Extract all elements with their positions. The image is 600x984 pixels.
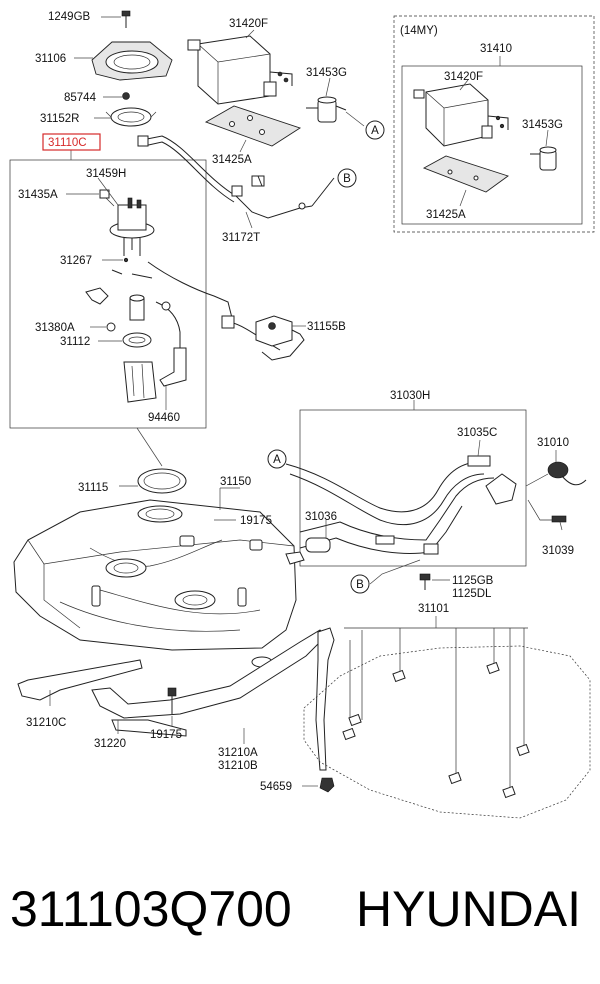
- svg-text:B: B: [343, 173, 351, 185]
- label-31155b: 31155B: [307, 321, 346, 333]
- label-31435a: 31435A: [18, 189, 58, 201]
- label-19175: 19175: [240, 515, 272, 527]
- label-31420f: 31420F: [229, 18, 268, 30]
- brand-name: HYUNDAI: [356, 881, 582, 937]
- label-31039: 31039: [542, 545, 574, 557]
- tank-protector-sketch: [303, 616, 591, 819]
- label-31425a-14my: 31425A: [426, 209, 466, 221]
- callout-b-2: B: [350, 574, 370, 594]
- pump-gasket: [136, 427, 187, 494]
- label-31115: 31115: [78, 482, 108, 494]
- bolt-1125gb: [419, 573, 431, 581]
- label-31459h: 31459H: [86, 168, 126, 180]
- tank-straps: [17, 627, 335, 793]
- vapor-hose: [137, 135, 335, 219]
- label-31150: 31150: [220, 476, 251, 488]
- label-31453g: 31453G: [306, 67, 347, 79]
- parts-diagram: A B A B: [9, 10, 595, 819]
- cover-plate-assembly: [91, 10, 173, 127]
- label-1125gb: 1125GB: [452, 575, 494, 587]
- bolt-31039: [527, 499, 567, 523]
- fuel-feed-hose: [147, 261, 305, 361]
- label-31101: 31101: [418, 603, 449, 615]
- label-85744: 85744: [64, 92, 97, 104]
- callout-a-1: A: [365, 120, 385, 140]
- svg-text:B: B: [356, 579, 364, 591]
- part-labels: 1249GB 31106 85744 31152R 31110C 31459H …: [18, 11, 574, 793]
- filler-neck: [285, 455, 517, 555]
- label-31267: 31267: [60, 255, 92, 267]
- fuel-cap: [525, 461, 587, 487]
- label-31172t: 31172T: [222, 232, 260, 244]
- label-31035c: 31035C: [457, 427, 497, 439]
- label-19175-b: 19175: [150, 729, 182, 741]
- label-31010: 31010: [537, 437, 569, 449]
- pump-internals: [85, 269, 187, 403]
- label-31112: 31112: [60, 336, 90, 348]
- part-number: 311103Q700: [10, 881, 292, 937]
- label-31152r: 31152R: [40, 113, 79, 125]
- callout-a-2: A: [267, 449, 287, 469]
- label-31030h: 31030H: [390, 390, 430, 402]
- label-31420f-14my: 31420F: [444, 71, 483, 83]
- label-31380a: 31380A: [35, 322, 75, 334]
- 14my-inner-box: [401, 65, 583, 225]
- label-31425a: 31425A: [212, 154, 252, 166]
- label-31210c: 31210C: [26, 717, 66, 729]
- callout-b-1: B: [337, 168, 357, 188]
- label-31453g-14my: 31453G: [522, 119, 563, 131]
- canister-assembly: [187, 35, 347, 147]
- label-31210b: 31210B: [218, 760, 258, 772]
- label-14my: (14MY): [400, 25, 438, 37]
- canister-14my: [413, 83, 557, 193]
- svg-text:A: A: [371, 125, 379, 137]
- label-31106: 31106: [35, 53, 66, 65]
- label-31110c: 31110C: [48, 137, 87, 149]
- label-31220: 31220: [94, 738, 126, 750]
- 14my-box: [393, 15, 595, 233]
- svg-text:A: A: [273, 454, 281, 466]
- fuel-pump-module-box: [9, 159, 207, 429]
- label-94460: 94460: [148, 412, 180, 424]
- pump-module-flange: [99, 189, 155, 256]
- label-31210a: 31210A: [218, 747, 258, 759]
- label-31036: 31036: [305, 511, 337, 523]
- filler-neck-box: [299, 409, 527, 567]
- label-54659: 54659: [260, 781, 292, 793]
- fuel-tank: [13, 499, 305, 668]
- highlight-31110c-box: [42, 133, 101, 151]
- label-31410: 31410: [480, 43, 512, 55]
- label-1125dl: 1125DL: [452, 588, 492, 600]
- label-1249gb: 1249GB: [48, 11, 91, 23]
